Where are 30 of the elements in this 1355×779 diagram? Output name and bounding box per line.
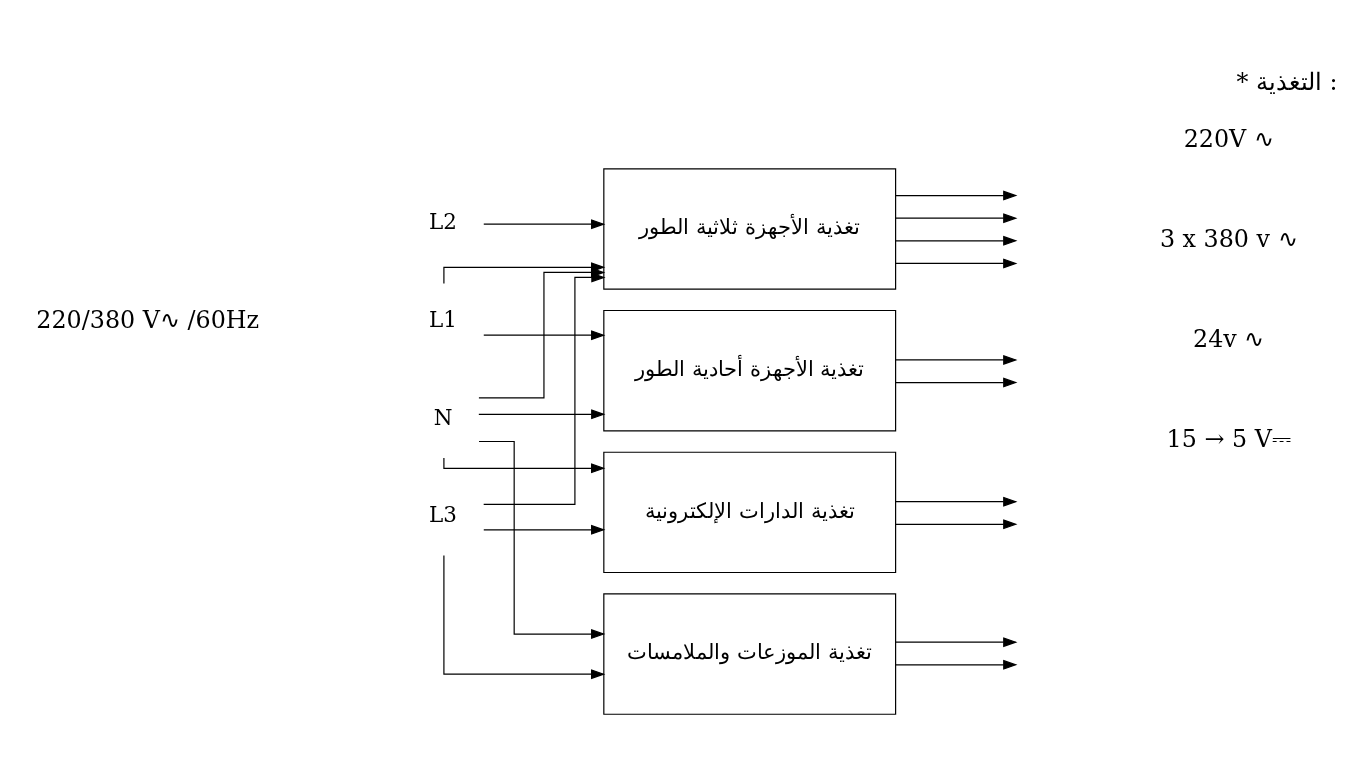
diagram-title: * التغذية :	[1236, 67, 1338, 96]
node-text: L3	[429, 501, 457, 527]
arrow	[895, 636, 1018, 647]
arrow	[895, 496, 1018, 507]
node-box: تغذية الموزعات والملامسات	[603, 592, 897, 715]
arrow	[895, 518, 1018, 529]
label: 220/380 V∿ /60Hz	[36, 305, 260, 334]
arrow	[483, 218, 606, 229]
arrow	[895, 377, 1018, 388]
node-text: N	[433, 404, 453, 430]
label: 220V ∿	[1183, 124, 1274, 153]
arrow	[443, 554, 606, 679]
arrow	[895, 212, 1018, 223]
arrow	[895, 659, 1018, 670]
node-box: تغذية الأجهزة أحادية الطور	[603, 309, 897, 431]
arrow	[478, 440, 606, 639]
arrow	[895, 257, 1018, 268]
node-box: تغذية الأجهزة ثلاثية الطور	[603, 167, 897, 290]
arrow	[483, 329, 606, 340]
arrow	[478, 408, 606, 419]
arrow	[895, 354, 1018, 365]
node-text: L2	[429, 208, 457, 234]
node-text: L1	[429, 306, 457, 332]
label: 3 x 380 v ∿	[1159, 224, 1298, 253]
arrow	[895, 190, 1018, 201]
node-box: تغذية الدارات الإلكترونية	[603, 451, 897, 573]
label: 15 → 5 V⎓	[1166, 424, 1291, 453]
label: 24v ∿	[1193, 324, 1265, 353]
arrow	[895, 235, 1018, 246]
arrow	[483, 524, 606, 535]
